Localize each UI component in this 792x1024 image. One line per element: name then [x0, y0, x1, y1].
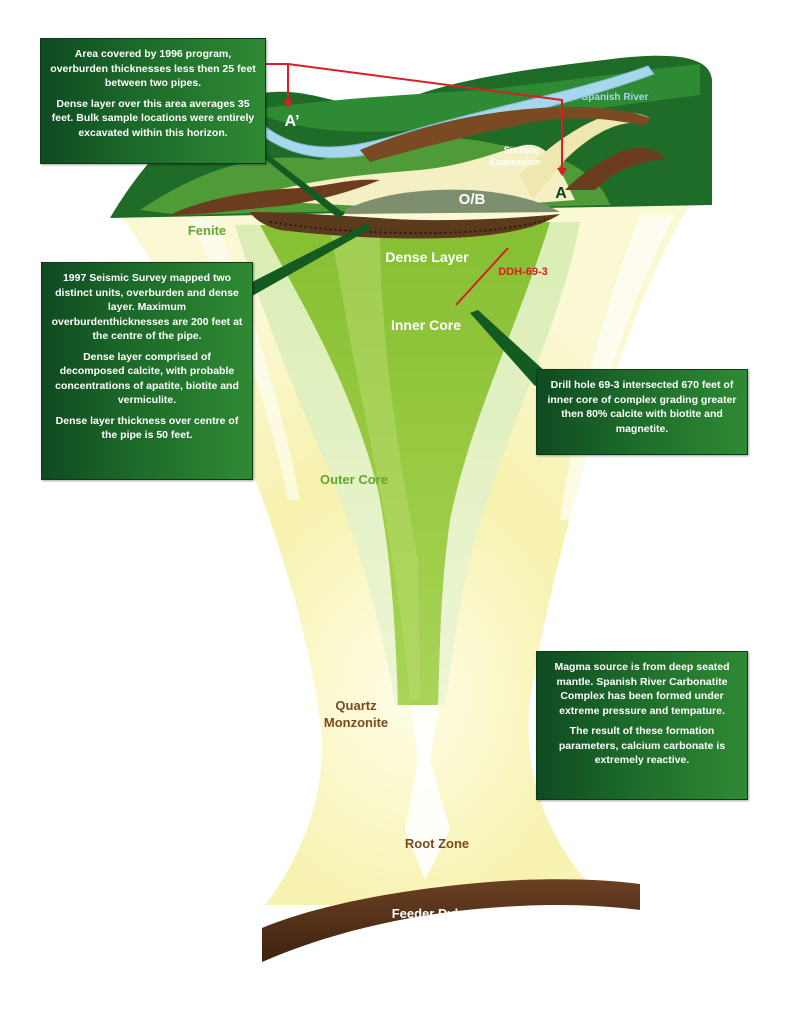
outer-core-label: Outer Core	[320, 472, 388, 487]
callout-text: Dense layer over this area averages 35 f…	[51, 97, 255, 139]
halo-streak	[405, 700, 450, 880]
callout-magma-source: Magma source is from deep seated mantle.…	[536, 651, 748, 800]
dense-layer-label: Dense Layer	[385, 249, 469, 265]
surface-terrain-mid	[250, 64, 700, 132]
section-line	[287, 63, 563, 172]
a-label: A	[555, 185, 567, 202]
spanish-river	[249, 65, 655, 159]
section-arrow-a	[557, 168, 567, 176]
overburden-band	[565, 148, 665, 190]
section-arrow-a-prime	[283, 100, 293, 108]
overburden-band	[170, 179, 380, 215]
surface-expression-label: Surface	[504, 145, 539, 156]
ddh-label: DDH-69-3	[498, 266, 548, 278]
callout-pointer	[470, 310, 548, 386]
quartz-monzonite-label: Quartz	[335, 698, 377, 713]
callout-1996-program: Area covered by 1996 program, overburden…	[40, 38, 266, 164]
root-zone-label: Root Zone	[405, 836, 469, 851]
surface-expression-label: Expression	[489, 157, 540, 168]
callout-text: Dense layer comprised of decomposed calc…	[55, 350, 239, 407]
callout-drill-hole: Drill hole 69-3 intersected 670 feet of …	[536, 369, 748, 455]
callout-text: 1997 Seismic Survey mapped two distinct …	[51, 272, 243, 342]
halo-streak	[190, 220, 300, 500]
callout-text: The result of these formation parameters…	[558, 725, 726, 766]
quartz-monzonite-label: Monzonite	[324, 715, 388, 730]
callout-text: Drill hole 69-3 intersected 670 feet of …	[547, 379, 737, 435]
callout-pointer	[262, 150, 345, 218]
callout-text: Magma source is from deep seated mantle.…	[554, 661, 730, 717]
inner-core-highlight	[330, 228, 420, 700]
ob-basin	[345, 189, 560, 214]
drill-hole-line	[455, 247, 509, 306]
inner-core	[260, 222, 550, 705]
callout-text: Area covered by 1996 program, overburden…	[50, 48, 256, 89]
callout-1997-seismic: 1997 Seismic Survey mapped two distinct …	[41, 262, 253, 480]
callout-text: Dense layer thickness over centre of the…	[55, 414, 239, 442]
callout-pointer	[252, 224, 372, 296]
dense-layer	[250, 212, 560, 239]
fenite-label: Fenite	[188, 223, 226, 238]
spanish-river-label: Spanish River	[582, 92, 649, 103]
a-prime-label: A’	[284, 113, 299, 130]
ob-label: O/B	[459, 191, 486, 208]
feeder-dyke-slab	[262, 879, 640, 962]
feeder-dykes-label: Feeder Dykes	[392, 906, 477, 921]
inner-core-label: Inner Core	[391, 317, 461, 333]
overburden-band	[360, 106, 650, 162]
